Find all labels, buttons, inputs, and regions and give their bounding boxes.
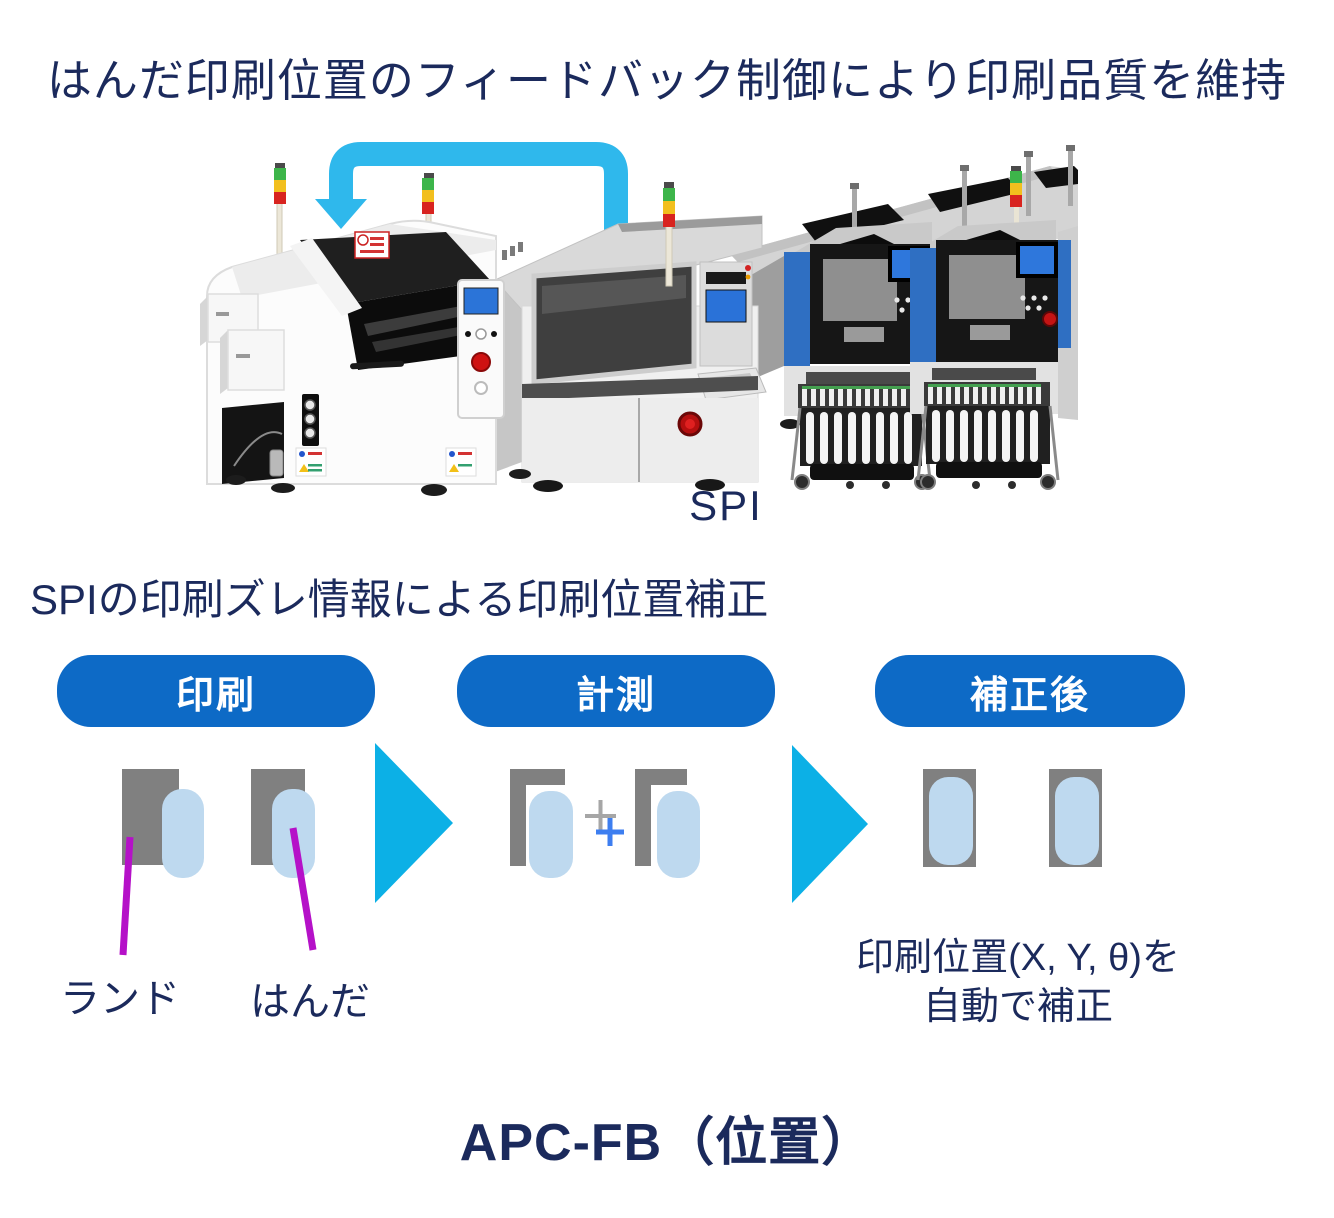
- step-pill-print: 印刷: [57, 655, 375, 727]
- corrected-step-graphic: [923, 769, 1102, 867]
- step-pill-corrected: 補正後: [875, 655, 1185, 727]
- land-shape: [635, 769, 687, 866]
- land-label: ランド: [60, 977, 180, 1021]
- mounter-machines: [730, 145, 1078, 490]
- correction-note: 印刷位置(X, Y, θ)を 自動で補正: [798, 934, 1238, 1031]
- feature-title: APC-FB（位置）: [459, 1114, 875, 1172]
- solder-shape: [929, 777, 973, 865]
- process-diagram: [119, 743, 1102, 956]
- feeder-cart: [916, 382, 1060, 490]
- measure-step-graphic: [510, 769, 700, 878]
- solder-shape: [162, 789, 204, 878]
- spi-machine: [494, 182, 767, 492]
- smt-line-illustration: [200, 142, 1078, 496]
- printer-machine: [200, 163, 531, 496]
- spi-label: SPI: [689, 482, 763, 529]
- warning-label: [445, 447, 477, 477]
- signal-tower-icon: [274, 163, 286, 271]
- solder-shape: [1055, 777, 1099, 865]
- solder-label: はんだ: [250, 980, 370, 1024]
- step-pill-measure: 計測: [457, 655, 775, 727]
- land-shape: [510, 769, 565, 866]
- warning-label: [295, 447, 327, 477]
- page-title: はんだ印刷位置のフィードバック制御により印刷品質を維持: [46, 55, 1288, 106]
- warning-label: [354, 231, 390, 259]
- solder-leader-line: [289, 827, 317, 951]
- section-heading: SPIの印刷ズレ情報による印刷位置補正: [30, 576, 769, 623]
- crosshair-blue-icon: [596, 818, 624, 846]
- signal-tower-icon: [663, 182, 675, 287]
- crosshair-gray-icon: [585, 800, 616, 832]
- solder-shape: [529, 791, 573, 878]
- signal-tower-icon: [1010, 166, 1022, 240]
- print-step-graphic: [119, 769, 317, 956]
- correction-note-line1: 印刷位置(X, Y, θ)を: [856, 937, 1180, 979]
- flow-arrow-icon: [375, 743, 453, 903]
- solder-shape: [657, 791, 700, 878]
- land-leader-line: [119, 836, 134, 956]
- feeder-cart: [790, 384, 932, 490]
- feedback-arrow: [315, 142, 628, 234]
- flow-arrow-icon: [792, 745, 868, 903]
- correction-note-line2: 自動で補正: [922, 985, 1113, 1028]
